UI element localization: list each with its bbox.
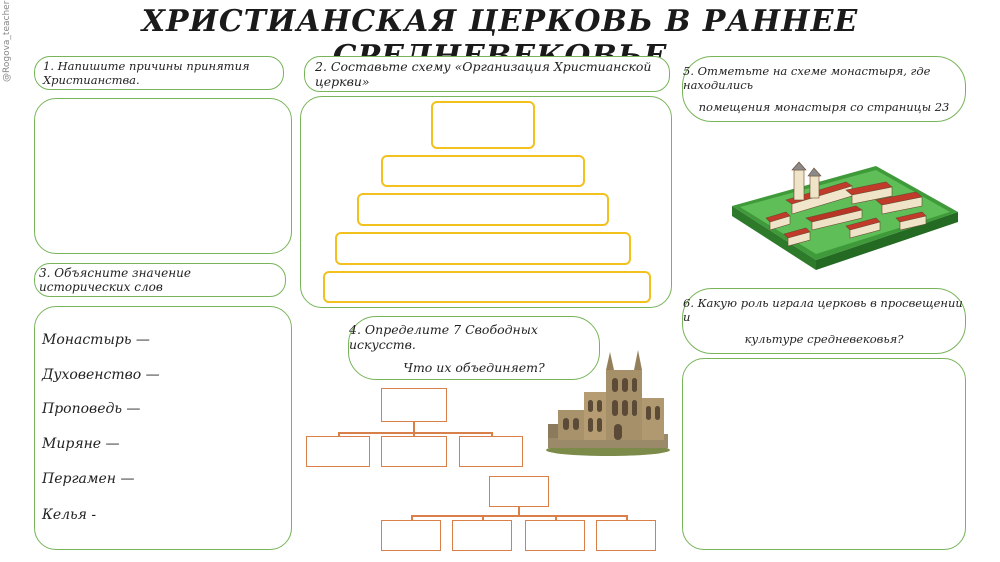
arts-tree2-child-1[interactable]	[381, 520, 441, 551]
church-hierarchy-level-2[interactable]	[381, 155, 585, 187]
task6-line2: культуре средневековья?	[744, 332, 904, 346]
term-monastery: Монастырь —	[42, 332, 150, 348]
arts-tree2-drop	[482, 515, 484, 520]
task6-line1: 6. Какую роль играла церковь в просвещен…	[683, 296, 963, 324]
church-hierarchy-level-3[interactable]	[357, 193, 609, 226]
task2-label-pill: 2. Составьте схему «Организация Христиан…	[304, 56, 670, 92]
task3-label: 3. Объясните значение исторических слов	[39, 266, 191, 294]
church-hierarchy-level-5[interactable]	[323, 271, 651, 303]
arts-tree2-child-4[interactable]	[596, 520, 656, 551]
task3-label-pill: 3. Объясните значение исторических слов	[34, 263, 286, 297]
task4-label-pill: 4. Определите 7 Свободных искусств. Что …	[348, 316, 600, 380]
arts-tree1-child-1[interactable]	[306, 436, 370, 467]
arts-tree2-drop	[626, 515, 628, 520]
task5-line2: помещения монастыря со страницы 23	[698, 100, 950, 114]
arts-tree1-bar	[338, 432, 492, 434]
church-hierarchy-level-4[interactable]	[335, 232, 631, 265]
task4-line2: Что их объединяет?	[403, 359, 545, 375]
abbey-ruins-image	[546, 350, 670, 456]
arts-tree2-drop	[411, 515, 413, 520]
arts-tree2-root[interactable]	[489, 476, 549, 507]
task1-label-pill: 1. Напишите причины принятия Христианств…	[34, 56, 284, 90]
arts-tree1-drop	[491, 432, 493, 436]
watermark: @Rogova_teacher	[2, 0, 12, 82]
arts-tree1-stem	[413, 422, 415, 432]
arts-tree1-child-3[interactable]	[459, 436, 523, 467]
church-hierarchy-level-1[interactable]	[431, 101, 535, 149]
task1-answer-box[interactable]	[34, 98, 292, 254]
arts-tree1-root[interactable]	[381, 388, 447, 422]
task6-label-pill: 6. Какую роль играла церковь в просвещен…	[682, 288, 966, 354]
arts-tree1-drop	[338, 432, 340, 436]
task4-line1: 4. Определите 7 Свободных искусств.	[349, 321, 538, 352]
task2-label: 2. Составьте схему «Организация Христиан…	[315, 59, 652, 89]
term-cell: Келья -	[42, 507, 97, 523]
arts-tree1-drop	[413, 432, 415, 436]
arts-tree2-child-2[interactable]	[452, 520, 512, 551]
term-parchment: Пергамен —	[42, 471, 135, 487]
term-laity: Миряне —	[42, 436, 120, 452]
arts-tree1-child-2[interactable]	[381, 436, 447, 467]
task3-answer-box	[34, 306, 292, 550]
arts-tree2-bar	[411, 515, 627, 517]
arts-tree2-child-3[interactable]	[525, 520, 585, 551]
task5-line1: 5. Отметьте на схеме монастыря, где нахо…	[683, 64, 931, 92]
monastery-plan-image	[732, 161, 958, 270]
arts-tree2-drop	[555, 515, 557, 520]
term-clergy: Духовенство —	[42, 367, 160, 383]
task6-answer-box[interactable]	[682, 358, 966, 550]
arts-tree2-stem	[518, 507, 520, 515]
task1-label: 1. Напишите причины принятия Христианств…	[43, 59, 250, 87]
task2-scheme-box	[300, 96, 672, 308]
term-sermon: Проповедь —	[42, 401, 141, 417]
task5-label-pill: 5. Отметьте на схеме монастыря, где нахо…	[682, 56, 966, 122]
